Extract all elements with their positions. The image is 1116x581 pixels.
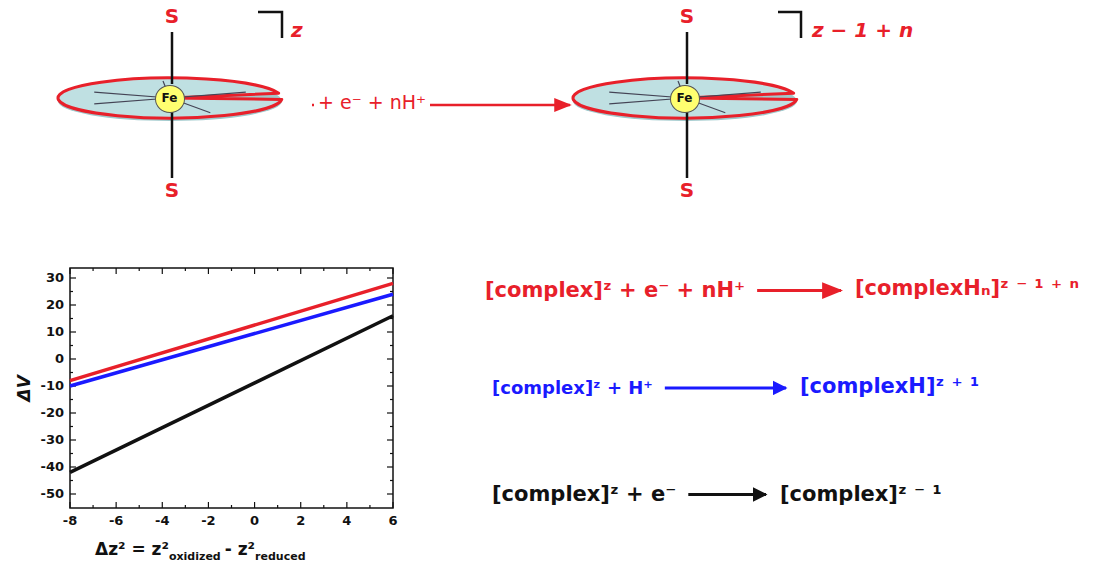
axis-title: ΔV — [15, 375, 34, 401]
tick-label: 30 — [46, 271, 64, 285]
charge-label: z − 1 + n — [812, 19, 913, 41]
axis-title: reduced — [255, 551, 305, 563]
tick-label: 0 — [55, 352, 64, 366]
equation: [complex]ᶻ + e⁻ + nH⁺ — [485, 279, 745, 302]
charge-label: z — [291, 19, 303, 41]
plot-frame — [70, 268, 393, 508]
tick-label: -20 — [41, 406, 65, 420]
atom-label: S — [680, 179, 694, 201]
tick-label: -40 — [41, 460, 65, 474]
equation: [complex]ᶻ + H⁺ — [492, 378, 653, 398]
plot — [70, 268, 393, 508]
tick-label: -30 — [41, 433, 65, 447]
tick-label: 20 — [46, 298, 64, 312]
data-line — [70, 294, 393, 386]
tick-label: -8 — [63, 514, 77, 528]
charge-bracket — [258, 12, 282, 38]
tick-label: 0 — [250, 514, 259, 528]
iron-atom: Fe — [155, 85, 185, 113]
atom-label: S — [165, 179, 179, 201]
axis-title: - z² — [225, 540, 255, 559]
atom-label: Fe — [162, 92, 178, 105]
equation: [complex]ᶻ + e⁻ — [492, 483, 676, 506]
atom-label: S — [680, 5, 694, 27]
tick-label: -6 — [109, 514, 123, 528]
axis-title: oxidized — [169, 551, 221, 563]
iron-atom: Fe — [670, 85, 700, 113]
porphyrin-disc — [573, 32, 797, 178]
equation-arrow — [665, 386, 786, 389]
equation-arrow — [757, 289, 841, 292]
tick-label: 4 — [342, 514, 351, 528]
equation: [complexHₙ]ᶻ ⁻ ¹ ⁺ ⁿ — [855, 277, 1079, 300]
tick-label: 10 — [46, 325, 64, 339]
tick-label: -50 — [41, 487, 65, 501]
equation-arrow — [688, 493, 766, 496]
heme-complex: S Sz − 1 + n Fe — [570, 5, 915, 200]
atom-label: S — [165, 5, 179, 27]
axis-title: Δz² = z² — [95, 540, 169, 559]
atom-label: Fe — [677, 92, 693, 105]
tick-label: 2 — [296, 514, 305, 528]
heme-complex: S SzFe — [55, 5, 310, 200]
porphyrin-disc — [58, 32, 282, 178]
tick-label: 6 — [388, 514, 397, 528]
tick-label: -4 — [155, 514, 169, 528]
reagent-label: + e⁻ + nH⁺ — [314, 92, 430, 113]
equation: [complexH]ᶻ ⁺ ¹ — [800, 375, 979, 398]
tick-label: -2 — [201, 514, 215, 528]
charge-bracket — [778, 12, 801, 38]
data-line — [70, 283, 393, 380]
equation: [complex]ᶻ ⁻ ¹ — [780, 483, 942, 506]
tick-label: -10 — [41, 379, 65, 393]
